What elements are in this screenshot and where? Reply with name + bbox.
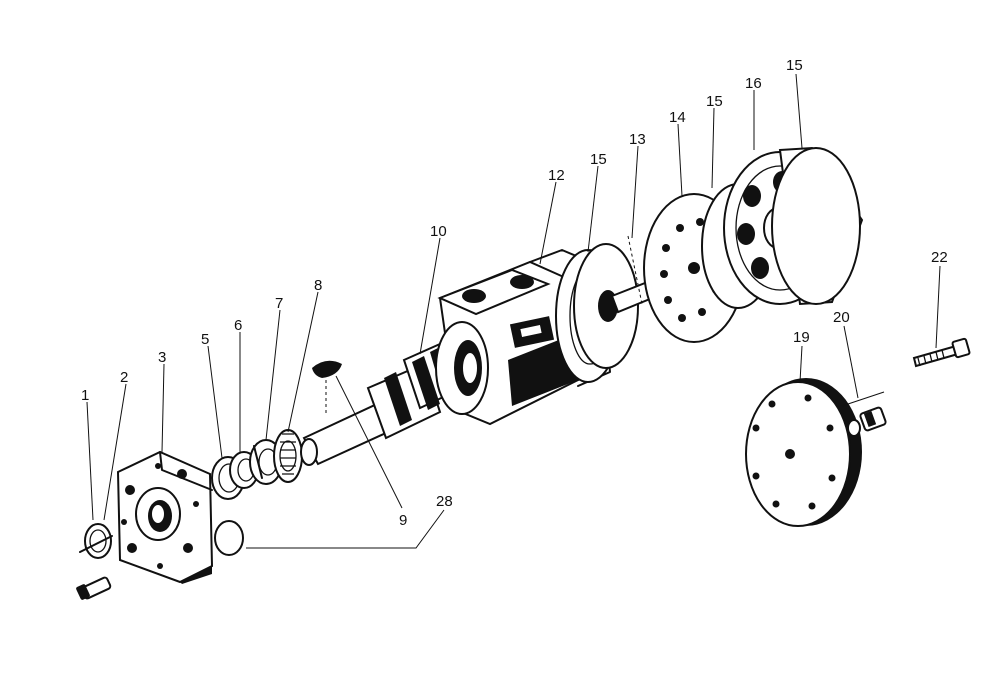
callout-2: 2 [120,369,128,386]
part-tie-bolt-22 [912,337,971,368]
part-mounting-flange-3 [116,450,214,584]
callout-7: 7 [275,295,283,312]
part-bolt-1 [76,523,113,600]
part-key-9 [312,360,342,414]
callout-labels: 1 2 3 5 6 7 8 9 10 12 15 13 14 15 16 15 … [81,57,948,529]
callout-16: 16 [745,75,762,92]
callout-28: 28 [436,493,453,510]
callout-20: 20 [833,309,850,326]
callout-10: 10 [430,223,447,240]
part-end-cover-19 [745,378,862,527]
callout-13: 13 [629,131,646,148]
callout-1: 1 [81,387,89,404]
part-o-ring-28 [214,520,244,556]
callout-3: 3 [158,349,166,366]
part-plug-20 [841,391,887,437]
callout-12: 12 [548,167,565,184]
callout-8: 8 [314,277,322,294]
callout-9: 9 [399,512,407,529]
callout-22: 22 [931,249,948,266]
leader-lines [86,73,941,549]
callout-15b: 15 [706,93,723,110]
callout-14: 14 [669,109,686,126]
part-end-plate-15c [771,146,864,306]
callout-15a: 15 [590,151,607,168]
callout-6: 6 [234,317,242,334]
callout-15c: 15 [786,57,803,74]
callout-5: 5 [201,331,209,348]
part-housing-12 [435,249,621,426]
part-needle-bearing-8 [273,429,303,483]
callout-19: 19 [793,329,810,346]
